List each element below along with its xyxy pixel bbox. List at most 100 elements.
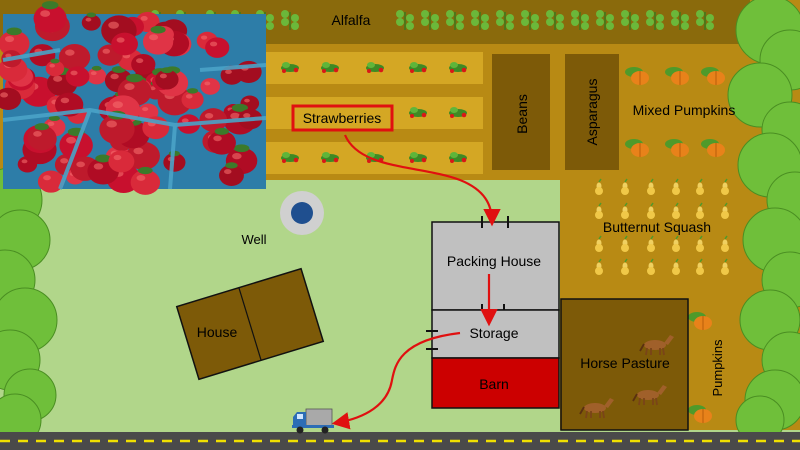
plant-icon bbox=[281, 152, 299, 163]
butternut-squash-icon bbox=[696, 202, 704, 219]
storage-doors bbox=[426, 330, 438, 350]
alfalfa-plant-icon bbox=[496, 10, 514, 30]
delivery-truck-icon[interactable] bbox=[292, 408, 334, 434]
butternut-squash-icon bbox=[621, 235, 629, 252]
strawberry-photo-berry bbox=[0, 27, 30, 57]
strawberry-photo-berry bbox=[142, 25, 174, 55]
butternut-squash-icon bbox=[621, 178, 629, 195]
pumpkin-icon bbox=[688, 312, 712, 330]
alfalfa-plant-icon bbox=[571, 10, 589, 30]
strawberry-photo-berry bbox=[0, 87, 22, 111]
alfalfa-plant-icon bbox=[696, 10, 714, 30]
butternut-squash-icon bbox=[696, 258, 704, 275]
strawberry-photo-berry bbox=[207, 127, 236, 155]
strawberry-photo-berry bbox=[37, 170, 64, 193]
butternut-squash-icon bbox=[595, 258, 603, 275]
strawberry-photo-berry bbox=[108, 150, 135, 173]
pumpkin-icon bbox=[701, 67, 725, 85]
strawberry-photo-berry bbox=[58, 43, 91, 71]
butternut-squash-icon bbox=[647, 258, 655, 275]
packing-house[interactable] bbox=[431, 221, 560, 311]
asparagus-label: Asparagus bbox=[584, 79, 600, 146]
beans-label: Beans bbox=[514, 94, 530, 134]
plant-icon bbox=[409, 62, 427, 73]
pumpkins-label: Pumpkins bbox=[710, 339, 725, 397]
plant-icon bbox=[321, 152, 339, 163]
alfalfa-plant-icon bbox=[446, 10, 464, 30]
plant-icon bbox=[449, 152, 467, 163]
butternut-squash-icon bbox=[696, 235, 704, 252]
strawberry-photo-berry bbox=[81, 12, 101, 31]
strawberry-photo-berry bbox=[205, 37, 230, 58]
house[interactable] bbox=[175, 267, 325, 381]
strawberry-photo-berry bbox=[86, 65, 107, 85]
alfalfa-plant-icon bbox=[671, 10, 689, 30]
horse-pasture[interactable] bbox=[560, 298, 689, 431]
pumpkin-icon bbox=[625, 67, 649, 85]
alfalfa-plant-icon bbox=[396, 10, 414, 30]
pumpkin-icon bbox=[701, 139, 725, 157]
strawberry-photo-berry bbox=[131, 54, 156, 75]
butternut-squash-icon bbox=[672, 178, 680, 195]
butternut-squash-icon bbox=[672, 235, 680, 252]
alfalfa-plant-icon bbox=[421, 10, 439, 30]
butternut-squash-icon bbox=[721, 178, 729, 195]
butternut-squash-label: Butternut Squash bbox=[603, 219, 711, 235]
house-roof-ridge bbox=[238, 287, 262, 361]
flow-arrow-strawberries-to-packing bbox=[343, 134, 501, 227]
butternut-squash-icon bbox=[672, 202, 680, 219]
butternut-squash-icon bbox=[621, 258, 629, 275]
butternut-squash-icon bbox=[672, 258, 680, 275]
strawberry-photo-berry bbox=[130, 166, 161, 195]
strawberry-photo-berry bbox=[111, 32, 138, 56]
strawberry-photo-berry bbox=[126, 141, 160, 171]
strawberries-label: Strawberries bbox=[303, 110, 382, 126]
barn[interactable] bbox=[431, 357, 560, 409]
plant-icon bbox=[409, 107, 427, 118]
strawberry-photo-berry bbox=[199, 108, 228, 132]
alfalfa-plant-icon bbox=[281, 10, 299, 30]
horses bbox=[579, 335, 674, 419]
butternut-squash-icon bbox=[595, 202, 603, 219]
butternut-squash-icon bbox=[647, 235, 655, 252]
strawberry-photo-berry bbox=[33, 1, 67, 33]
alfalfa-plant-icon bbox=[621, 10, 639, 30]
strawberry-plants bbox=[281, 62, 467, 163]
horse-icon bbox=[579, 398, 614, 419]
alfalfa-label: Alfalfa bbox=[332, 12, 371, 28]
strawberry-photo-berry bbox=[181, 88, 204, 110]
pumpkin-icon bbox=[625, 139, 649, 157]
well-label: Well bbox=[241, 232, 266, 247]
storage-label: Storage bbox=[469, 325, 518, 341]
plant-icon bbox=[409, 152, 427, 163]
mixed-pumpkins-label: Mixed Pumpkins bbox=[633, 102, 736, 118]
butternut-squash-icon bbox=[721, 202, 729, 219]
butternut-squash-icon bbox=[647, 178, 655, 195]
flow-arrow-storage-to-truck bbox=[331, 331, 461, 430]
strawberries-highlight-box bbox=[291, 104, 394, 132]
horse-pasture-label: Horse Pasture bbox=[580, 355, 670, 371]
alfalfa-plant-icon bbox=[471, 10, 489, 30]
road bbox=[0, 432, 800, 450]
butternut-squash-icon bbox=[696, 178, 704, 195]
strawberry-photo-berry bbox=[17, 155, 38, 173]
plant-icon bbox=[366, 62, 384, 73]
strawberry-photo-berry bbox=[200, 78, 221, 95]
alfalfa-plant-icon bbox=[646, 10, 664, 30]
plant-icon bbox=[281, 62, 299, 73]
plant-icon bbox=[449, 107, 467, 118]
plant-icon bbox=[449, 62, 467, 73]
strawberry-photo-berry bbox=[27, 123, 57, 151]
plant-icon bbox=[321, 62, 339, 73]
horse-icon bbox=[639, 335, 674, 356]
squash-icons bbox=[595, 178, 729, 275]
strawberry-photo-berry bbox=[220, 65, 244, 85]
photo-berries bbox=[0, 1, 263, 195]
horse-icon bbox=[632, 385, 667, 406]
packing-house-label: Packing House bbox=[447, 253, 541, 269]
butternut-squash-icon bbox=[721, 235, 729, 252]
strawberry-photo-berry bbox=[155, 67, 179, 90]
well-icon[interactable] bbox=[280, 191, 324, 235]
photo-basket-lines bbox=[2, 48, 267, 190]
strawberry-photo bbox=[0, 1, 267, 195]
